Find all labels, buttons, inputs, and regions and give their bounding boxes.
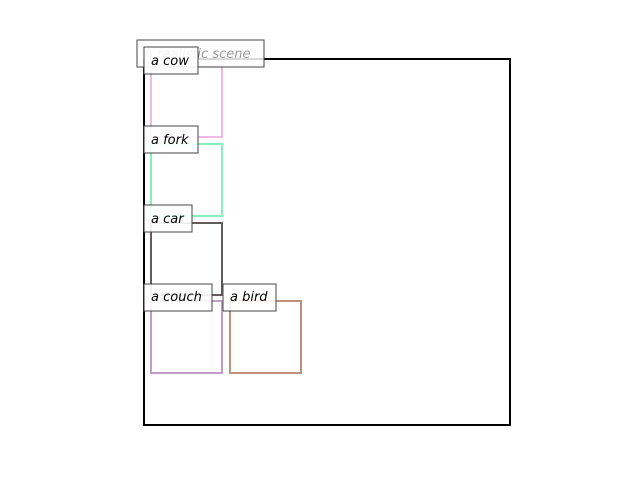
couch-label-tag: a couch (143, 283, 213, 312)
fork-label: a fork (151, 133, 189, 148)
cow-label-tag: a cow (143, 46, 199, 75)
car-label-tag: a car (143, 204, 193, 233)
couch-label: a couch (151, 290, 202, 305)
bird-label-tag: a bird (222, 283, 277, 312)
car-label: a car (151, 212, 185, 227)
bird-label: a bird (230, 290, 268, 305)
scene-frame (143, 58, 511, 426)
fork-label-tag: a fork (143, 125, 199, 154)
couch-box (150, 300, 223, 374)
bird-box (229, 300, 302, 374)
cow-label: a cow (151, 54, 189, 69)
